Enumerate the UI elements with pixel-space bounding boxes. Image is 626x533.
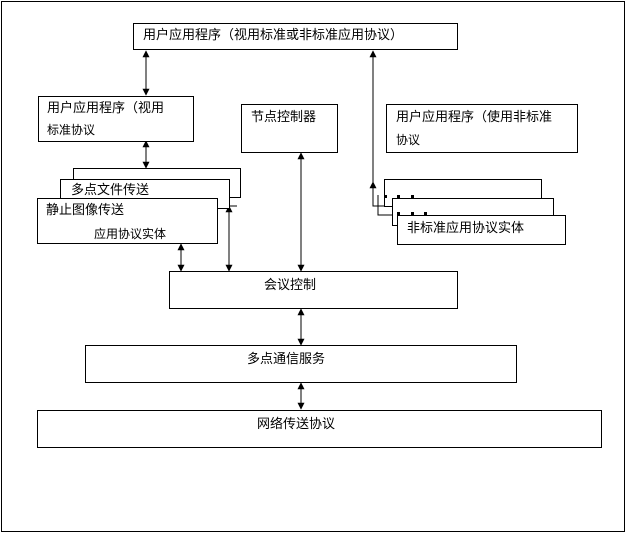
top-app-label: 用户应用程序（视用标准或非标准应用协议） xyxy=(143,28,404,43)
multipoint-comm-box: 多点通信服务 xyxy=(85,345,517,383)
std-app-box: 用户应用程序（视用 标准协议 xyxy=(38,96,194,142)
nonstd-app-label-2: 协议 xyxy=(396,133,421,147)
conference-control-label: 会议控制 xyxy=(264,278,317,293)
std-app-label-1: 用户应用程序（视用 xyxy=(47,101,165,116)
nonstd-entity-box: 非标准应用协议实体 xyxy=(397,215,566,245)
conference-control-box: 会议控制 xyxy=(169,271,458,309)
stack-dot xyxy=(384,195,387,198)
nonstd-entity-label: 非标准应用协议实体 xyxy=(407,221,525,236)
multipoint-file-label: 多点文件传送 xyxy=(71,183,150,198)
multipoint-comm-label: 多点通信服务 xyxy=(247,352,326,367)
nonstd-app-label-1: 用户应用程序（使用非标准 xyxy=(396,110,553,125)
top-app-box: 用户应用程序（视用标准或非标准应用协议） xyxy=(133,23,458,50)
still-image-box: 静止图像传送 应用协议实体 xyxy=(37,198,218,244)
stack-dot xyxy=(397,195,400,198)
node-controller-label: 节点控制器 xyxy=(251,110,317,125)
network-transport-box: 网络传送协议 xyxy=(37,410,602,448)
stack-dot xyxy=(411,195,414,198)
stack-dot xyxy=(397,212,400,215)
still-image-label: 静止图像传送 xyxy=(46,203,125,218)
link-nonstd-layer2 xyxy=(377,195,392,216)
node-controller-box: 节点控制器 xyxy=(241,104,338,153)
std-app-label-2: 标准协议 xyxy=(47,123,96,137)
stack-dot xyxy=(411,212,414,215)
network-transport-label: 网络传送协议 xyxy=(257,417,336,432)
app-protocol-entity-label: 应用协议实体 xyxy=(94,227,167,241)
nonstd-app-box: 用户应用程序（使用非标准 协议 xyxy=(386,104,578,153)
stack-dot xyxy=(424,212,427,215)
